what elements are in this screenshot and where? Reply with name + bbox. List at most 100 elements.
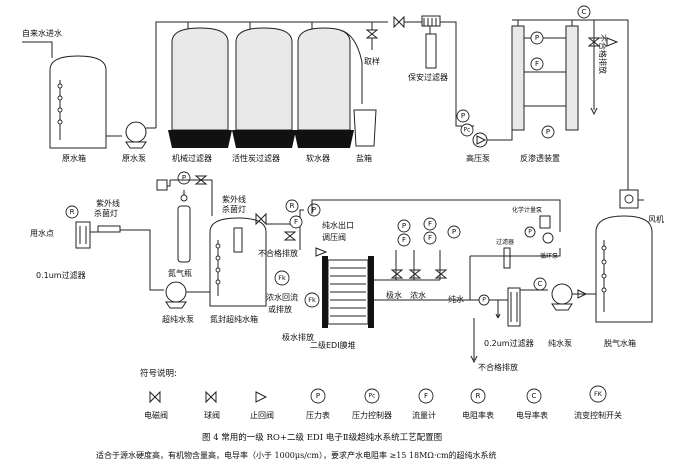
- edi-stack: [322, 256, 374, 328]
- label-uv-lamp-mid-1: 紫外线: [222, 194, 246, 204]
- mechanical-filter: [168, 27, 232, 148]
- svg-text:Pc: Pc: [464, 127, 471, 134]
- pressure-controller-hp-icon: Pc: [460, 123, 474, 137]
- pipe-inlet: [22, 41, 53, 58]
- solenoid-valve-top-icon: [587, 37, 601, 47]
- svg-text:P: P: [546, 128, 550, 136]
- label-raw-tank: 原水箱: [62, 153, 86, 163]
- raw-water-pump: [125, 121, 156, 149]
- figure-note: 适合于源水硬度高，有机物含量高，电导率（小于 1000μs/cm），要求产水电阻…: [96, 450, 497, 460]
- svg-text:P: P: [312, 206, 316, 214]
- legend-resistivity-meter-icon: R: [470, 388, 486, 404]
- filter-02um: [507, 287, 521, 327]
- ball-valve-n2-icon: [194, 175, 208, 185]
- svg-text:F: F: [402, 236, 406, 244]
- legend-flow-meter-icon: F: [418, 388, 434, 404]
- label-raw-pump: 原水泵: [122, 153, 146, 163]
- label-sampling: 取样: [364, 56, 380, 66]
- legend-flow-switch-icon: FK: [589, 385, 607, 403]
- svg-text:Pc: Pc: [369, 393, 376, 400]
- check-valve-outlet-icon: [315, 247, 328, 257]
- legend-pressure-controller-icon: Pc: [364, 388, 380, 404]
- legend-check-valve-icon: [255, 391, 268, 403]
- label-filter-small: 过滤器: [496, 238, 514, 246]
- ultrapure-pump: [165, 281, 210, 309]
- nitrogen-bottle: [177, 194, 191, 263]
- legend-label-1: 球阀: [204, 410, 220, 420]
- resistivity-meter-use-icon: R: [65, 205, 79, 219]
- ball-valve-conc-icon: [408, 269, 422, 279]
- pressure-gauge-hp-icon: P: [456, 109, 470, 123]
- legend-ball-valve-icon: [205, 390, 217, 404]
- label-uv-lamp-left-2: 杀菌灯: [94, 208, 118, 218]
- label-pure-water: 纯水: [448, 294, 464, 304]
- security-filter: [421, 15, 441, 69]
- flow-meter-f3-icon: F: [397, 233, 411, 247]
- pressure-gauge-n2-icon: P: [177, 171, 191, 185]
- raw-water-tank: [49, 55, 107, 149]
- svg-text:P: P: [316, 392, 320, 400]
- svg-text:FK: FK: [594, 390, 603, 398]
- dosing-pump: [539, 215, 554, 244]
- label-reject-drain-bottom: 不合格排放: [478, 362, 518, 372]
- label-conc-water: 浓水: [410, 290, 426, 300]
- svg-text:R: R: [476, 392, 481, 400]
- pressure-controller-left-icon: [156, 179, 168, 191]
- label-nitrogen: 氮气瓶: [168, 268, 192, 278]
- resistivity-meter-mid-icon: R: [285, 199, 299, 213]
- label-security-filter: 保安过滤器: [408, 72, 448, 82]
- label-chem-dosing: 化学计量泵: [512, 206, 542, 214]
- svg-text:F: F: [424, 392, 428, 400]
- svg-text:R: R: [290, 202, 295, 210]
- label-pure-outlet-valve-1: 纯水出口: [322, 220, 354, 230]
- legend-solenoid-valve-icon: [149, 390, 161, 404]
- label-pole-drain: 极水排放: [282, 332, 314, 342]
- pressure-gauge-manifold-icon: P: [397, 219, 411, 233]
- pressure-gauge-manifold2-icon: P: [447, 225, 461, 239]
- svg-text:F: F: [535, 60, 539, 68]
- label-mech-filter: 机械过滤器: [172, 153, 212, 163]
- flow-switch-fk1-icon: Fk: [274, 270, 290, 286]
- label-fk-return-2: 或排放: [268, 304, 292, 314]
- conductivity-meter-bottom-icon: C: [533, 277, 547, 291]
- salt-tank: [353, 109, 377, 147]
- label-tap-inlet: 自来水进水: [22, 28, 62, 38]
- legend-label-6: 电阻率表: [462, 410, 494, 420]
- legend-title: 符号说明:: [140, 368, 177, 379]
- label-pure-outlet-valve-2: 调压阀: [322, 233, 346, 242]
- ball-valve-pure-icon: [434, 269, 448, 279]
- svg-text:P: P: [452, 228, 456, 236]
- solenoid-valve-mid-icon: [283, 231, 297, 241]
- svg-text:F: F: [428, 220, 432, 228]
- svg-text:P: P: [528, 229, 532, 236]
- pressure-gauge-02-icon: P: [478, 294, 490, 306]
- flow-meter-ro-icon: F: [530, 57, 544, 71]
- figure-caption: 图 4 常用的一级 RO+二级 EDI 电子Ⅱ级超纯水系统工艺配置图: [202, 432, 442, 443]
- label-use-point: 用水点: [30, 228, 54, 238]
- svg-text:P: P: [402, 222, 406, 230]
- ro-unit: [511, 19, 594, 131]
- svg-text:C: C: [582, 8, 587, 16]
- svg-text:Fk: Fk: [308, 296, 316, 304]
- ball-valve-pole-icon: [390, 269, 404, 279]
- uv-lamp-left: [97, 225, 121, 233]
- legend-label-0: 电磁阀: [144, 410, 168, 420]
- pressure-gauge-ro-icon: P: [530, 31, 544, 45]
- check-valve-pure-icon: [577, 289, 588, 299]
- label-uv-lamp-mid-2: 杀菌灯: [222, 204, 246, 214]
- label-n2-sealed-tank: 氮封超纯水箱: [210, 314, 258, 324]
- label-hp-pump: 高压泵: [466, 153, 490, 163]
- svg-text:C: C: [532, 392, 537, 400]
- ball-valve-top-icon: [393, 15, 405, 29]
- ball-valve-mid-icon: [255, 212, 267, 226]
- softener: [294, 27, 354, 148]
- label-fk-return-1: 浓水回流: [266, 292, 298, 302]
- n2-sealed-ultrapure-tank: [209, 217, 267, 307]
- flow-switch-fk2-icon: Fk: [304, 292, 320, 308]
- label-pure-pump: 纯水泵: [548, 338, 572, 348]
- label-softener: 软水器: [306, 153, 330, 163]
- legend-label-7: 电导率表: [516, 410, 548, 420]
- label-degas-tank: 脱气水箱: [604, 338, 636, 348]
- label-reject-drain-top: 不合格排放: [598, 34, 608, 74]
